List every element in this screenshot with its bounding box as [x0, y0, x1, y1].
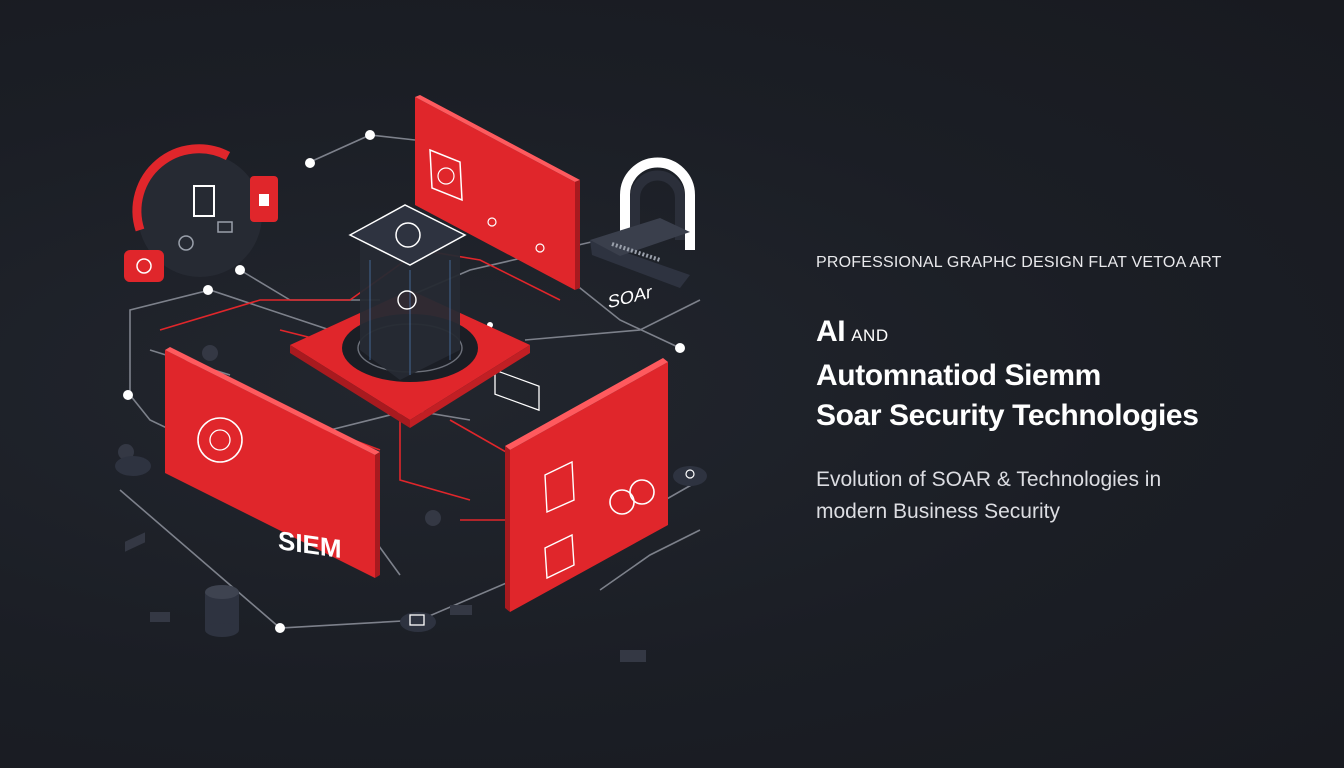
subtitle: Evolution of SOAR & Technologies in mode…	[816, 464, 1161, 528]
title-word-ai: AI	[816, 315, 846, 348]
eyebrow-label: PROFESSIONAL GRAPHC DESIGN FLAT VETOA AR…	[816, 254, 1222, 271]
document-device	[124, 144, 278, 282]
server-cylinder-icon	[205, 585, 239, 637]
title-word-and: AND	[851, 326, 889, 345]
isometric-security-illustration: SIEM SOAr	[115, 95, 707, 662]
shield-icon	[429, 148, 463, 202]
title-line-2: Automnatiod Siemm	[816, 359, 1101, 392]
database-tile-icon	[115, 456, 707, 632]
soar-panel: SOAr	[505, 281, 668, 612]
network-nodes-icon	[395, 222, 421, 248]
subtitle-line-2: modern Business Security	[816, 500, 1060, 523]
shield-icon	[197, 417, 243, 463]
page-title: AI AND Automnatiod Siemm Soar Security Te…	[816, 312, 1199, 436]
title-line-1: AI AND	[816, 312, 1199, 356]
subtitle-line-1: Evolution of SOAR & Technologies in	[816, 468, 1162, 491]
top-red-panel	[415, 95, 580, 412]
central-hub	[290, 204, 530, 428]
title-line-3: Soar Security Technologies	[816, 399, 1199, 432]
document-icon	[193, 185, 215, 217]
padlock-device	[590, 157, 695, 288]
soar-label: SOAr	[608, 281, 652, 313]
padlock-icon	[630, 170, 685, 240]
decor-tiles	[118, 345, 646, 662]
